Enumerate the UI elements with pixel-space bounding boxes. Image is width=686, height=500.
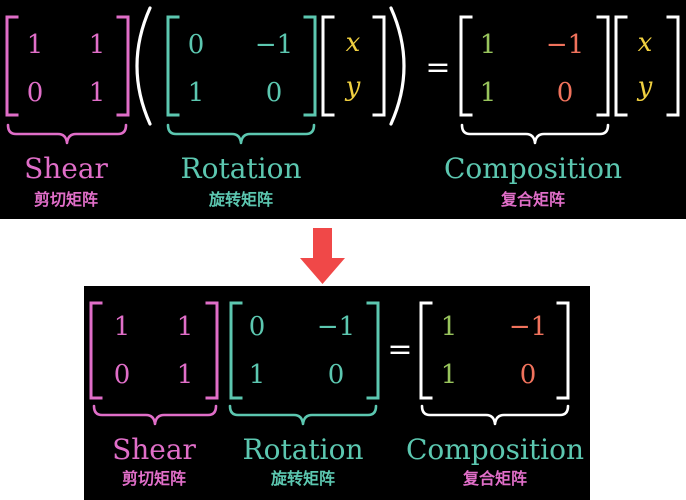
bottom-composition-brace (420, 404, 570, 426)
composition-label: Composition (443, 152, 623, 185)
rotation-label-cn: 旋转矩阵 (208, 190, 274, 209)
rotation-brace (166, 123, 316, 145)
bottom-shear-right-bracket (205, 301, 219, 400)
bottom-composition-label: Composition (405, 433, 585, 466)
composition-brace (460, 123, 610, 145)
bottom-shear-label: Shear (112, 433, 196, 466)
bottom-rotation-m22: 0 (327, 360, 345, 390)
bottom-rotation-label-cn: 旋转矩阵 (270, 469, 336, 488)
bottom-equals-sign: = (387, 332, 413, 367)
composition-m12: −1 (545, 30, 585, 60)
bottom-rotation-m11: 0 (248, 312, 266, 342)
bottom-shear-m12: 1 (176, 312, 194, 342)
rotation-m22: 0 (265, 78, 283, 108)
rotation-m12: −1 (254, 30, 294, 60)
bottom-rotation-left-bracket (229, 301, 243, 400)
bottom-composition-label-cn: 复合矩阵 (462, 469, 528, 488)
bottom-rotation-label: Rotation (242, 433, 364, 466)
vector2-right-bracket (666, 15, 680, 117)
rotation-label: Rotation (180, 152, 302, 185)
bottom-composition-m12: −1 (508, 312, 548, 342)
bottom-shear-label-cn: 剪切矩阵 (121, 469, 187, 488)
rotation-m21: 1 (187, 78, 205, 108)
bottom-shear-brace (92, 404, 218, 426)
composition-m22: 0 (556, 78, 574, 108)
bottom-composition-m22: 0 (519, 360, 537, 390)
composition-label-cn: 复合矩阵 (500, 190, 566, 209)
bottom-shear-m11: 1 (113, 312, 131, 342)
bottom-rotation-m21: 1 (248, 360, 266, 390)
shear-right-bracket (116, 15, 130, 117)
rotation-m11: 0 (187, 30, 205, 60)
composition-right-bracket (596, 15, 610, 117)
bottom-shear-left-bracket (89, 301, 103, 400)
shear-m11: 1 (26, 30, 44, 60)
shear-m21: 0 (26, 78, 44, 108)
bottom-composition-right-bracket (556, 301, 570, 400)
bottom-shear-m21: 0 (113, 360, 131, 390)
equals-sign: = (425, 50, 451, 85)
shear-left-bracket (5, 15, 19, 117)
vector-left-bracket (321, 15, 335, 117)
vector2-x: x (637, 28, 653, 58)
composition-left-bracket (459, 15, 473, 117)
vector-right-bracket (372, 15, 386, 117)
bottom-brackets-layer (89, 301, 570, 426)
right-parenthesis (389, 6, 406, 126)
vector-y: y (345, 72, 361, 102)
vector2-y: y (637, 72, 653, 102)
shear-brace (6, 123, 128, 145)
bottom-shear-m22: 1 (176, 360, 194, 390)
shear-m12: 1 (88, 30, 106, 60)
composition-m11: 1 (479, 30, 497, 60)
vector-x: x (345, 28, 361, 58)
top-brackets-layer (5, 6, 680, 145)
bottom-equation-panel: 1 1 0 1 0 −1 1 0 = 1 −1 1 0 Shear 剪切矩阵 R… (84, 286, 590, 500)
bottom-composition-left-bracket (419, 301, 433, 400)
composition-m21: 1 (479, 78, 497, 108)
shear-label-cn: 剪切矩阵 (33, 190, 99, 209)
bottom-composition-m11: 1 (440, 312, 458, 342)
vector2-left-bracket (614, 15, 628, 117)
shear-label: Shear (24, 152, 108, 185)
bottom-rotation-brace (228, 404, 378, 426)
left-parenthesis (135, 6, 152, 126)
rotation-left-bracket (166, 15, 180, 117)
down-arrow-icon (300, 228, 345, 284)
bottom-composition-m21: 1 (440, 360, 458, 390)
top-equation-panel: 1 1 0 1 0 −1 1 0 x y = 1 −1 1 0 x y Shea… (0, 0, 686, 219)
rotation-right-bracket (303, 15, 317, 117)
bottom-rotation-m12: −1 (316, 312, 356, 342)
bottom-rotation-right-bracket (366, 301, 380, 400)
shear-m22: 1 (88, 78, 106, 108)
